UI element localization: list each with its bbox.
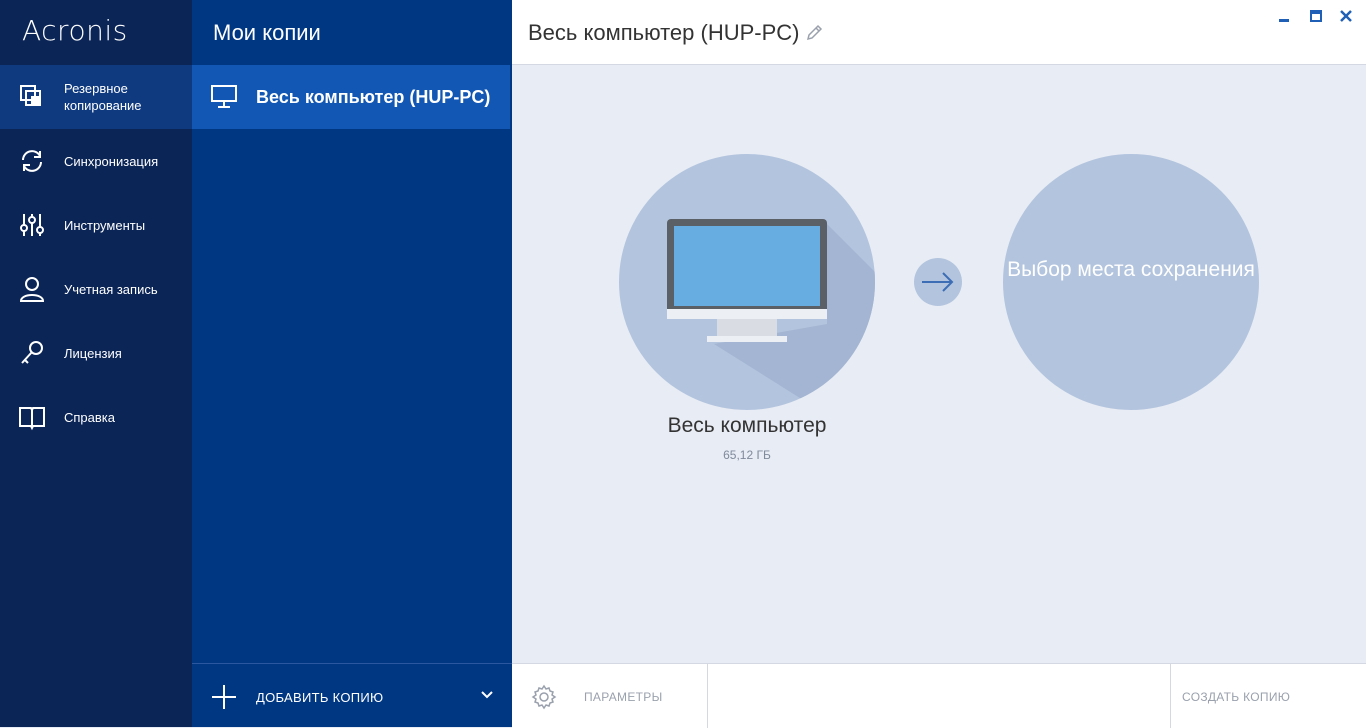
header: Весь компьютер (HUP-PC) bbox=[512, 0, 1366, 65]
monitor-icon bbox=[211, 85, 237, 108]
destination-label: Выбор места сохранения bbox=[1007, 258, 1255, 281]
arrow-indicator bbox=[914, 258, 962, 306]
backup-icon bbox=[20, 85, 41, 106]
settings-button[interactable]: ПАРАМЕТРЫ bbox=[584, 690, 663, 704]
sidebar-item-tools[interactable]: Инструменты bbox=[0, 193, 192, 257]
source-size: 65,12 ГБ bbox=[723, 448, 771, 462]
computer-illustration-icon bbox=[667, 219, 875, 410]
user-icon bbox=[19, 277, 45, 302]
key-icon bbox=[21, 341, 43, 364]
backup-source-button[interactable] bbox=[619, 154, 875, 410]
sidebar-item-label: Лицензия bbox=[64, 345, 122, 361]
sync-icon bbox=[22, 150, 42, 172]
gear-icon[interactable] bbox=[531, 684, 557, 710]
close-icon[interactable] bbox=[1338, 8, 1354, 24]
main-area: Весь компьютер (HUP-PC) Весь компьютер 6… bbox=[512, 0, 1366, 728]
minimize-icon[interactable] bbox=[1276, 8, 1292, 24]
pencil-icon[interactable] bbox=[805, 24, 823, 42]
divider bbox=[1170, 664, 1171, 728]
copy-item[interactable]: Весь компьютер (HUP-PC) bbox=[192, 65, 510, 129]
divider bbox=[707, 664, 708, 728]
footer-bar: ПАРАМЕТРЫ СОЗДАТЬ КОПИЮ bbox=[512, 663, 1366, 728]
chevron-down-icon[interactable] bbox=[481, 690, 493, 700]
page-title: Весь компьютер (HUP-PC) bbox=[528, 20, 800, 45]
copies-title: Мои копии bbox=[213, 20, 321, 45]
arrow-right-icon bbox=[922, 272, 954, 292]
add-copy-bar: ДОБАВИТЬ КОПИЮ bbox=[192, 663, 512, 728]
maximize-icon[interactable] bbox=[1308, 8, 1324, 24]
sidebar-item-sync[interactable]: Синхронизация bbox=[0, 129, 192, 193]
sidebar-item-label: Справка bbox=[64, 409, 115, 425]
copy-item-label: Весь компьютер (HUP-PC) bbox=[256, 87, 491, 107]
book-icon bbox=[19, 407, 45, 431]
sidebar-item-label: Инструменты bbox=[64, 217, 146, 233]
sidebar-item-label: Резервное копирование bbox=[64, 81, 142, 113]
copies-panel: Мои копии Весь компьютер (HUP-PC) ДОБАВИ… bbox=[192, 0, 512, 727]
acronis-logo: Acronis bbox=[22, 14, 128, 47]
sidebar-item-account[interactable]: Учетная запись bbox=[0, 257, 192, 321]
add-copy-button[interactable]: ДОБАВИТЬ КОПИЮ bbox=[256, 690, 384, 705]
sidebar-item-label: Учетная запись bbox=[64, 281, 158, 297]
create-backup-button[interactable]: СОЗДАТЬ КОПИЮ bbox=[1182, 690, 1291, 704]
source-label: Весь компьютер bbox=[667, 414, 827, 437]
sidebar-item-license[interactable]: Лицензия bbox=[0, 321, 192, 385]
sidebar-item-help[interactable]: Справка bbox=[0, 385, 192, 449]
sidebar-item-label: Синхронизация bbox=[64, 153, 159, 169]
sidebar-item-backup[interactable]: Резервное копирование bbox=[0, 65, 192, 129]
choose-destination-button[interactable]: Выбор места сохранения bbox=[1003, 154, 1259, 410]
sidebar: Acronis Резервное копирование Синхрониза… bbox=[0, 0, 192, 727]
tools-icon bbox=[20, 214, 44, 236]
plus-icon[interactable] bbox=[211, 684, 237, 710]
